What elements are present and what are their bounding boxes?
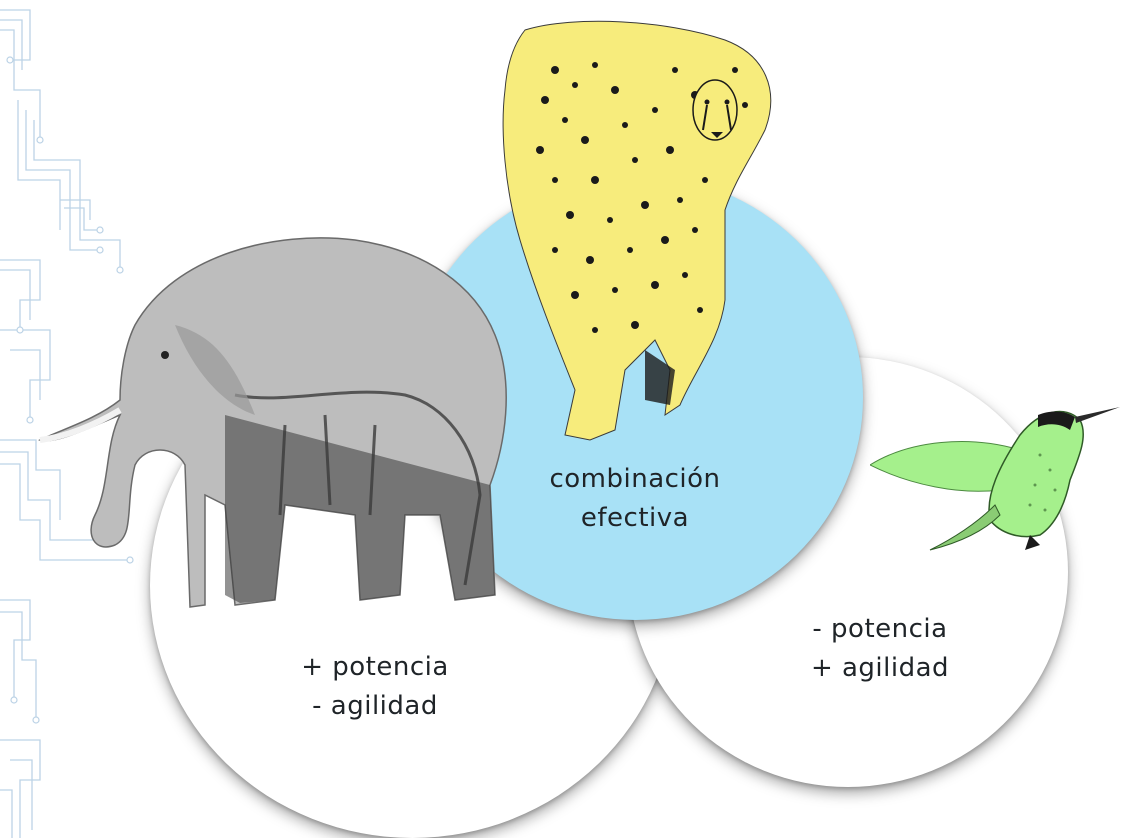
left-label-line1: + potencia: [301, 652, 449, 682]
right-label-line2: + agilidad: [810, 653, 950, 683]
left-label-line2: - agilidad: [312, 691, 438, 721]
right-label: - potencia + agilidad: [760, 610, 1000, 688]
circuit-pattern-decoration: [0, 9, 134, 838]
center-label-line1: combinación: [549, 464, 721, 494]
center-label-line2: efectiva: [580, 503, 690, 533]
elephant-image: [38, 237, 507, 608]
left-label: + potencia - agilidad: [245, 648, 505, 726]
right-label-line1: - potencia: [812, 614, 948, 644]
cheetah-image: [502, 20, 772, 441]
center-label: combinación efectiva: [500, 460, 770, 538]
hummingbird-image: [870, 407, 1120, 551]
